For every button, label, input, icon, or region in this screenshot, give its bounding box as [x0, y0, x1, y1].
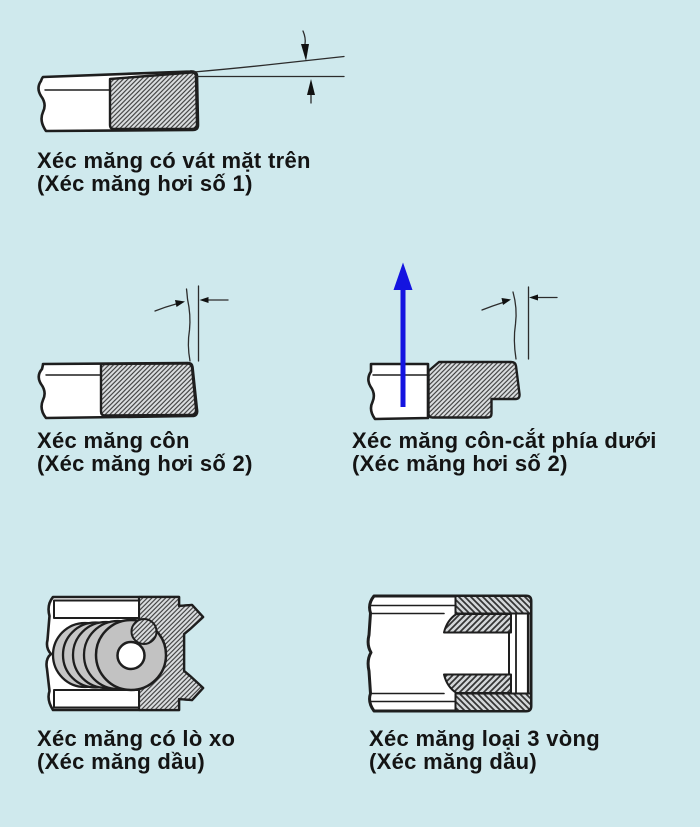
dimension-arrow-left: [529, 294, 538, 301]
ring-cross-section-hatched: [427, 360, 521, 419]
bevel-extension-line: [193, 55, 345, 73]
upper-arrow-tail: [302, 30, 306, 45]
bevel-top-ring-drawing: [37, 30, 345, 133]
bevel-angle-indicator: [193, 30, 345, 104]
spring-wire-section-hatched: [130, 618, 158, 645]
dimension-arrow-left: [199, 297, 209, 303]
ring-cross-section-hatched: [99, 362, 198, 417]
left-arrow-tail: [154, 303, 177, 312]
taper-angle-indicator: [481, 286, 558, 360]
taper-angle-indicator: [154, 285, 229, 362]
spring-center-hole: [116, 640, 146, 671]
bottom-rail-section-hatched: [454, 692, 532, 712]
taper-face-extension-line: [185, 288, 191, 362]
dimension-arrow-right: [175, 300, 185, 307]
dimension-arrow-right: [501, 298, 511, 305]
three-piece-oil-ring-drawing: [366, 594, 533, 713]
figure-taper-undercut-ring: [355, 255, 575, 428]
rail-band-top: [53, 599, 140, 619]
dimension-arrow-up: [307, 79, 315, 95]
left-arrow-tail: [481, 301, 504, 311]
taper-undercut-ring-drawing: [367, 262, 558, 421]
caption-line: (Xéc măng hơi số 1): [37, 171, 253, 196]
caption-line: (Xéc măng hơi số 2): [37, 451, 253, 476]
up-arrow-icon: [393, 262, 413, 407]
caption-line: (Xéc măng dầu): [369, 749, 538, 774]
figure-bevel-top-ring: [30, 28, 360, 145]
top-rail-section-hatched: [454, 595, 532, 615]
figure-spring-loaded-oil-ring: [40, 590, 215, 718]
caption-line: Xéc măng côn: [37, 428, 190, 453]
caption-line: Xéc măng loại 3 vòng: [369, 726, 600, 751]
spacer-bottom-flange-hatched: [443, 673, 512, 694]
caption-spring-loaded-oil-ring: Xéc măng có lò xo (Xéc măng dầu): [37, 727, 235, 773]
figure-taper-ring: [30, 280, 240, 425]
dimension-arrow-down: [301, 44, 309, 61]
rail-band-bottom: [53, 689, 140, 709]
caption-line: Xéc măng có lò xo: [37, 726, 236, 751]
caption-line: Xéc măng côn-cắt phía dưới: [352, 428, 657, 453]
ring-cross-section-hatched: [108, 71, 199, 131]
caption-taper-ring: Xéc măng côn (Xéc măng hơi số 2): [37, 429, 253, 475]
caption-line: Xéc măng có vát mặt trên: [37, 148, 311, 173]
spacer-top-flange-hatched: [443, 613, 512, 634]
taper-face-extension-line: [512, 291, 517, 360]
caption-three-piece-oil-ring: Xéc măng loại 3 vòng (Xéc măng dầu): [369, 727, 600, 773]
caption-line: (Xéc măng hơi số 2): [352, 451, 568, 476]
cylinder-groove-outline: [367, 362, 430, 421]
caption-line: (Xéc măng dầu): [37, 749, 206, 774]
spring-loaded-oil-ring-drawing: [45, 595, 205, 712]
figure-three-piece-oil-ring: [362, 588, 540, 718]
caption-bevel-top-ring: Xéc măng có vát mặt trên (Xéc măng hơi s…: [37, 149, 311, 195]
caption-taper-undercut-ring: Xéc măng côn-cắt phía dưới (Xéc măng hơi…: [352, 429, 657, 475]
taper-ring-drawing: [37, 285, 229, 420]
